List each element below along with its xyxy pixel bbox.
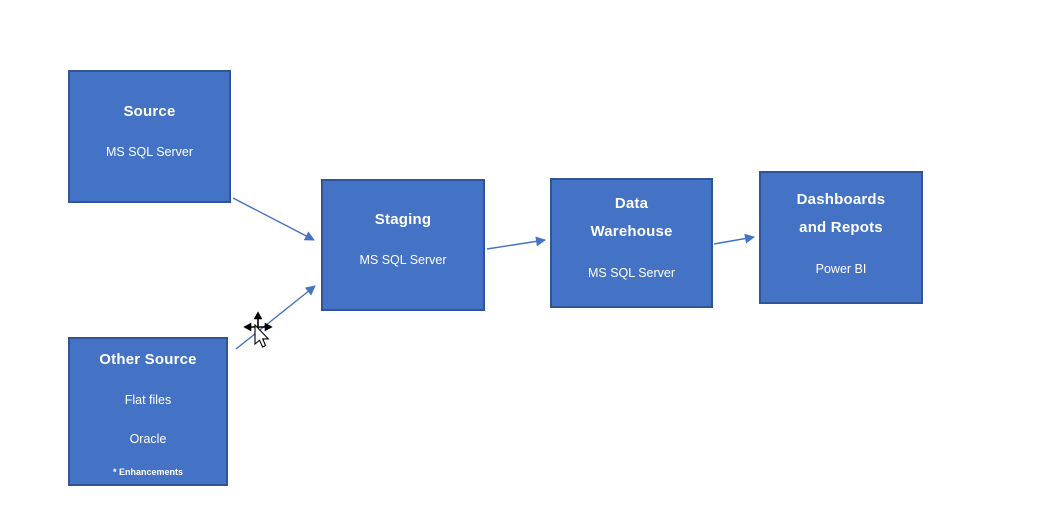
node-data-warehouse[interactable]: Data Warehouse MS SQL Server [550, 178, 713, 308]
node-staging[interactable]: Staging MS SQL Server [321, 179, 485, 311]
node-staging-subtitle: MS SQL Server [359, 253, 447, 267]
connector-source-to-staging[interactable] [232, 197, 315, 241]
node-dashboards-subtitle: Power BI [815, 262, 867, 276]
node-other-source[interactable]: Other Source Flat files Oracle * Enhance… [68, 337, 228, 486]
connector-other-source-to-staging[interactable] [235, 285, 316, 350]
node-dashboards-title: Dashboards and Repots [796, 191, 886, 236]
connector-staging-to-data-warehouse[interactable] [486, 236, 546, 250]
node-data-warehouse-subtitle: MS SQL Server [587, 266, 676, 280]
node-dashboards[interactable]: Dashboards and Repots Power BI [759, 171, 923, 304]
node-data-warehouse-title: Data Warehouse [590, 195, 673, 240]
node-staging-title: Staging [374, 211, 432, 228]
node-other-source-line-oracle: Oracle [129, 432, 167, 446]
node-other-source-title: Other Source [99, 351, 197, 368]
node-source[interactable]: Source MS SQL Server [68, 70, 231, 203]
node-other-source-footnote: * Enhancements [112, 467, 184, 477]
node-source-subtitle: MS SQL Server [105, 145, 194, 159]
connector-data-warehouse-to-dashboards[interactable] [713, 233, 755, 245]
node-source-title: Source [123, 103, 176, 120]
node-other-source-line-flat-files: Flat files [124, 393, 172, 407]
